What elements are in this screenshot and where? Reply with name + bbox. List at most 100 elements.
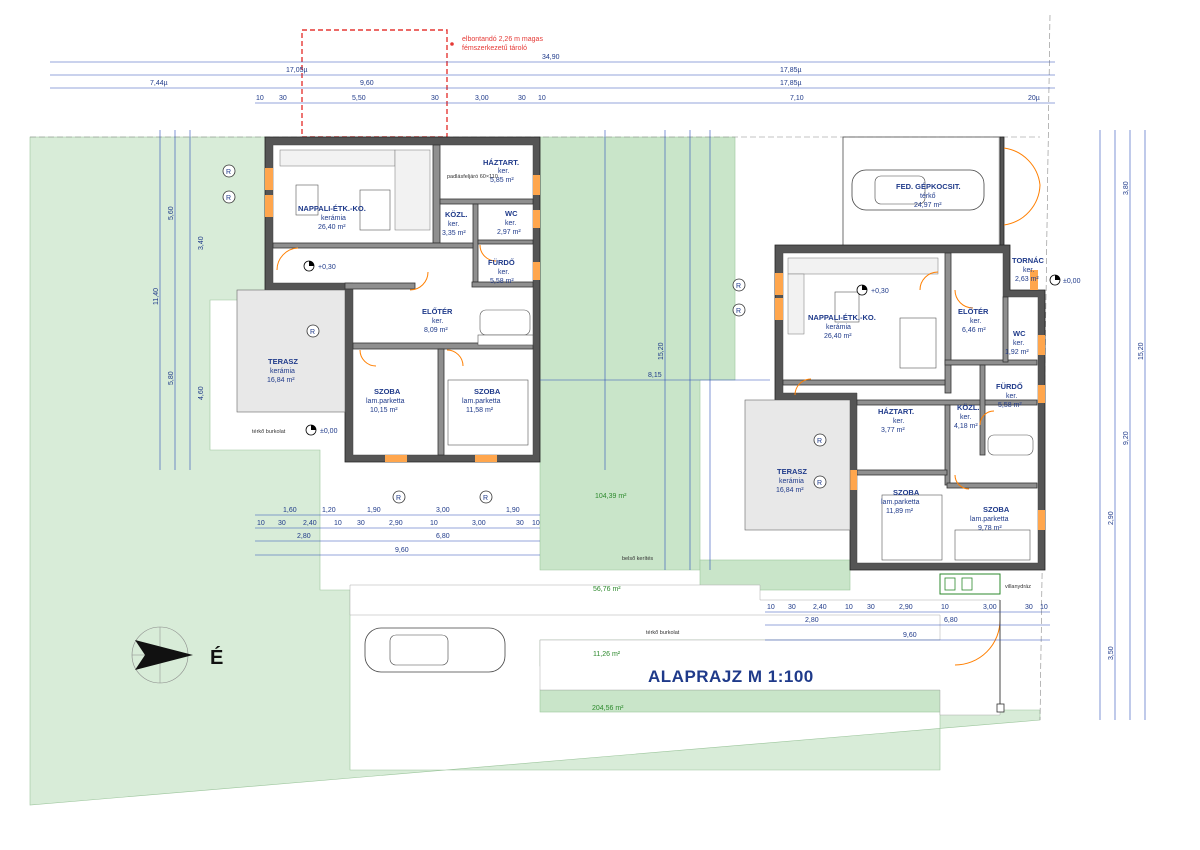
lh-terrace-finish: kerámia — [270, 368, 295, 375]
lh-level-zero: ±0,00 — [320, 428, 338, 435]
lh-room-bath-finish: ker. — [498, 269, 509, 276]
svg-text:R: R — [817, 438, 822, 445]
dim-right-half-2: 17,85µ — [780, 80, 802, 87]
dim-row4-2: 30 — [279, 95, 287, 102]
rh-wc-finish: ker. — [1013, 340, 1024, 347]
lh-bd1-3: 1,90 — [367, 507, 381, 514]
dim-row3-a: 7,44µ — [150, 80, 168, 87]
north-arrow-icon: É — [131, 626, 223, 684]
rh-bd1-3: 2,40 — [813, 604, 827, 611]
dim-row4-1: 10 — [256, 95, 264, 102]
rh-bd1-4: 10 — [845, 604, 853, 611]
rh-living-area: 26,40 m² — [824, 333, 852, 340]
dim-row4-9: 20µ — [1028, 95, 1040, 102]
rh-bed2-finish: lam.parketta — [970, 516, 1009, 523]
rh-utility-finish: ker. — [893, 418, 904, 425]
svg-text:R: R — [226, 169, 231, 176]
site-area-56: 56,76 m² — [593, 586, 621, 593]
lh-paving-label: térkő burkolat — [252, 429, 286, 435]
lh-room-corridor-name: KÖZL. — [445, 210, 468, 219]
rh-bed1-name: SZOBA — [893, 488, 920, 497]
svg-text:R: R — [817, 480, 822, 487]
rh-level-pos: +0,30 — [871, 288, 889, 295]
lh-terrace — [236, 289, 346, 413]
svg-text:R: R — [310, 329, 315, 336]
left-dim-3: 5,80 — [168, 371, 175, 385]
lh-bd1-4: 3,00 — [436, 507, 450, 514]
lh-room-corridor-area: 3,35 m² — [442, 230, 466, 237]
rh-utility-name: HÁZTART. — [878, 407, 914, 416]
rh-porch-finish: ker. — [1023, 267, 1034, 274]
mid-dim-815: 8,15 — [648, 372, 662, 379]
lh-room-corridor-finish: ker. — [448, 221, 459, 228]
lh-room-bed1-name: SZOBA — [374, 387, 401, 396]
dim-row4-4: 30 — [431, 95, 439, 102]
lh-room-storage-area: 5,85 m² — [490, 177, 514, 184]
north-label: É — [210, 646, 223, 669]
lh-pedal-stair: padlásfeljáró 60×110 — [447, 174, 498, 180]
rh-corridor-area: 4,18 m² — [954, 423, 978, 430]
lh-bd1-2: 1,20 — [322, 507, 336, 514]
rh-sd-5: 2,90 — [1108, 511, 1115, 525]
rh-bed1-finish: lam.parketta — [881, 499, 920, 506]
lh-bd2-9: 30 — [516, 520, 524, 527]
rh-terrace-finish: kerámia — [779, 478, 804, 485]
lh-bd2-1: 10 — [257, 520, 265, 527]
rh-living-finish: kerámia — [826, 324, 851, 331]
lh-room-bed2-area: 11,58 m² — [466, 407, 494, 414]
rh-carport-finish: térkő — [920, 193, 936, 200]
lh-bd2-2: 30 — [278, 520, 286, 527]
rh-level-zero: ±0,00 — [1063, 278, 1081, 285]
lh-bd1-5: 1,90 — [506, 507, 520, 514]
svg-text:R: R — [736, 308, 741, 315]
mid-dim-1520: 15,20 — [658, 342, 665, 360]
lh-bd2-10: 10 — [532, 520, 540, 527]
left-dim-4: 4,60 — [198, 386, 205, 400]
rh-wc-name: WC — [1013, 329, 1026, 338]
lh-bd2-8: 3,00 — [472, 520, 486, 527]
rh-corridor-finish: ker. — [960, 414, 971, 421]
lh-room-wc-finish: ker. — [505, 220, 516, 227]
rh-utility-box: villanydráz — [1005, 584, 1031, 590]
site-area-11: 11,26 m² — [593, 651, 621, 658]
rh-living-name: NAPPALI-ÉTK.-KO. — [808, 313, 876, 322]
lh-room-hall-name: ELŐTÉR — [422, 307, 453, 316]
lh-level-pos: +0,30 — [318, 264, 336, 271]
rh-bd1-9: 30 — [1025, 604, 1033, 611]
rh-bath-area: 5,58 m² — [998, 402, 1022, 409]
rh-sd-4: 3,50 — [1108, 646, 1115, 660]
lh-room-bed2-finish: lam.parketta — [462, 398, 501, 405]
rh-hall-area: 6,46 m² — [962, 327, 986, 334]
lh-bottom-dimensions: 1,60 1,20 1,90 3,00 1,90 10 30 2,40 10 3… — [255, 507, 540, 556]
site-fence-label: belső kerítés — [622, 556, 653, 562]
dim-row4-3: 5,50 — [352, 95, 366, 102]
rh-bd1-6: 2,90 — [899, 604, 913, 611]
rh-wc-area: 1,92 m² — [1005, 349, 1029, 356]
rh-bath-name: FÜRDŐ — [996, 382, 1023, 391]
rh-hall-name: ELŐTÉR — [958, 307, 989, 316]
lh-bd1-1: 1,60 — [283, 507, 297, 514]
site-area-104: 104,39 m² — [595, 493, 627, 500]
lh-terrace-area: 16,84 m² — [267, 377, 295, 384]
left-side-dimensions: 11,40 5,60 5,80 4,60 3,40 — [153, 130, 205, 470]
rh-bottom-dimensions: 10 30 2,40 10 30 2,90 10 3,00 30 10 2,80… — [765, 604, 1050, 641]
page-title: ALAPRAJZ M 1:100 — [648, 667, 814, 686]
rh-terrace-name: TERASZ — [777, 467, 807, 476]
lawn-middle — [539, 136, 736, 571]
rh-carport-name: FED. GÉPKOCSIT. — [896, 182, 961, 191]
demolish-shed: elbontandó 2,26 m magas fémszerkezetű tá… — [301, 29, 543, 138]
rh-bd2-2: 6,80 — [944, 617, 958, 624]
dim-row4-8: 7,10 — [790, 95, 804, 102]
rh-bd1-5: 30 — [867, 604, 875, 611]
lh-bd3-1: 2,80 — [297, 533, 311, 540]
lh-bd2-6: 2,90 — [389, 520, 403, 527]
lh-bd2-7: 10 — [430, 520, 438, 527]
demolish-note-1: elbontandó 2,26 m magas — [462, 36, 543, 43]
lh-room-living-name: NAPPALI-ÉTK.-KO. — [298, 204, 366, 213]
parked-car-icon — [364, 627, 506, 673]
dim-row4-5: 3,00 — [475, 95, 489, 102]
lh-bd3-2: 6,80 — [436, 533, 450, 540]
lh-room-bed1-finish: lam.parketta — [366, 398, 405, 405]
right-side-dimensions: 15,20 9,20 3,80 3,50 2,90 — [1099, 130, 1146, 720]
